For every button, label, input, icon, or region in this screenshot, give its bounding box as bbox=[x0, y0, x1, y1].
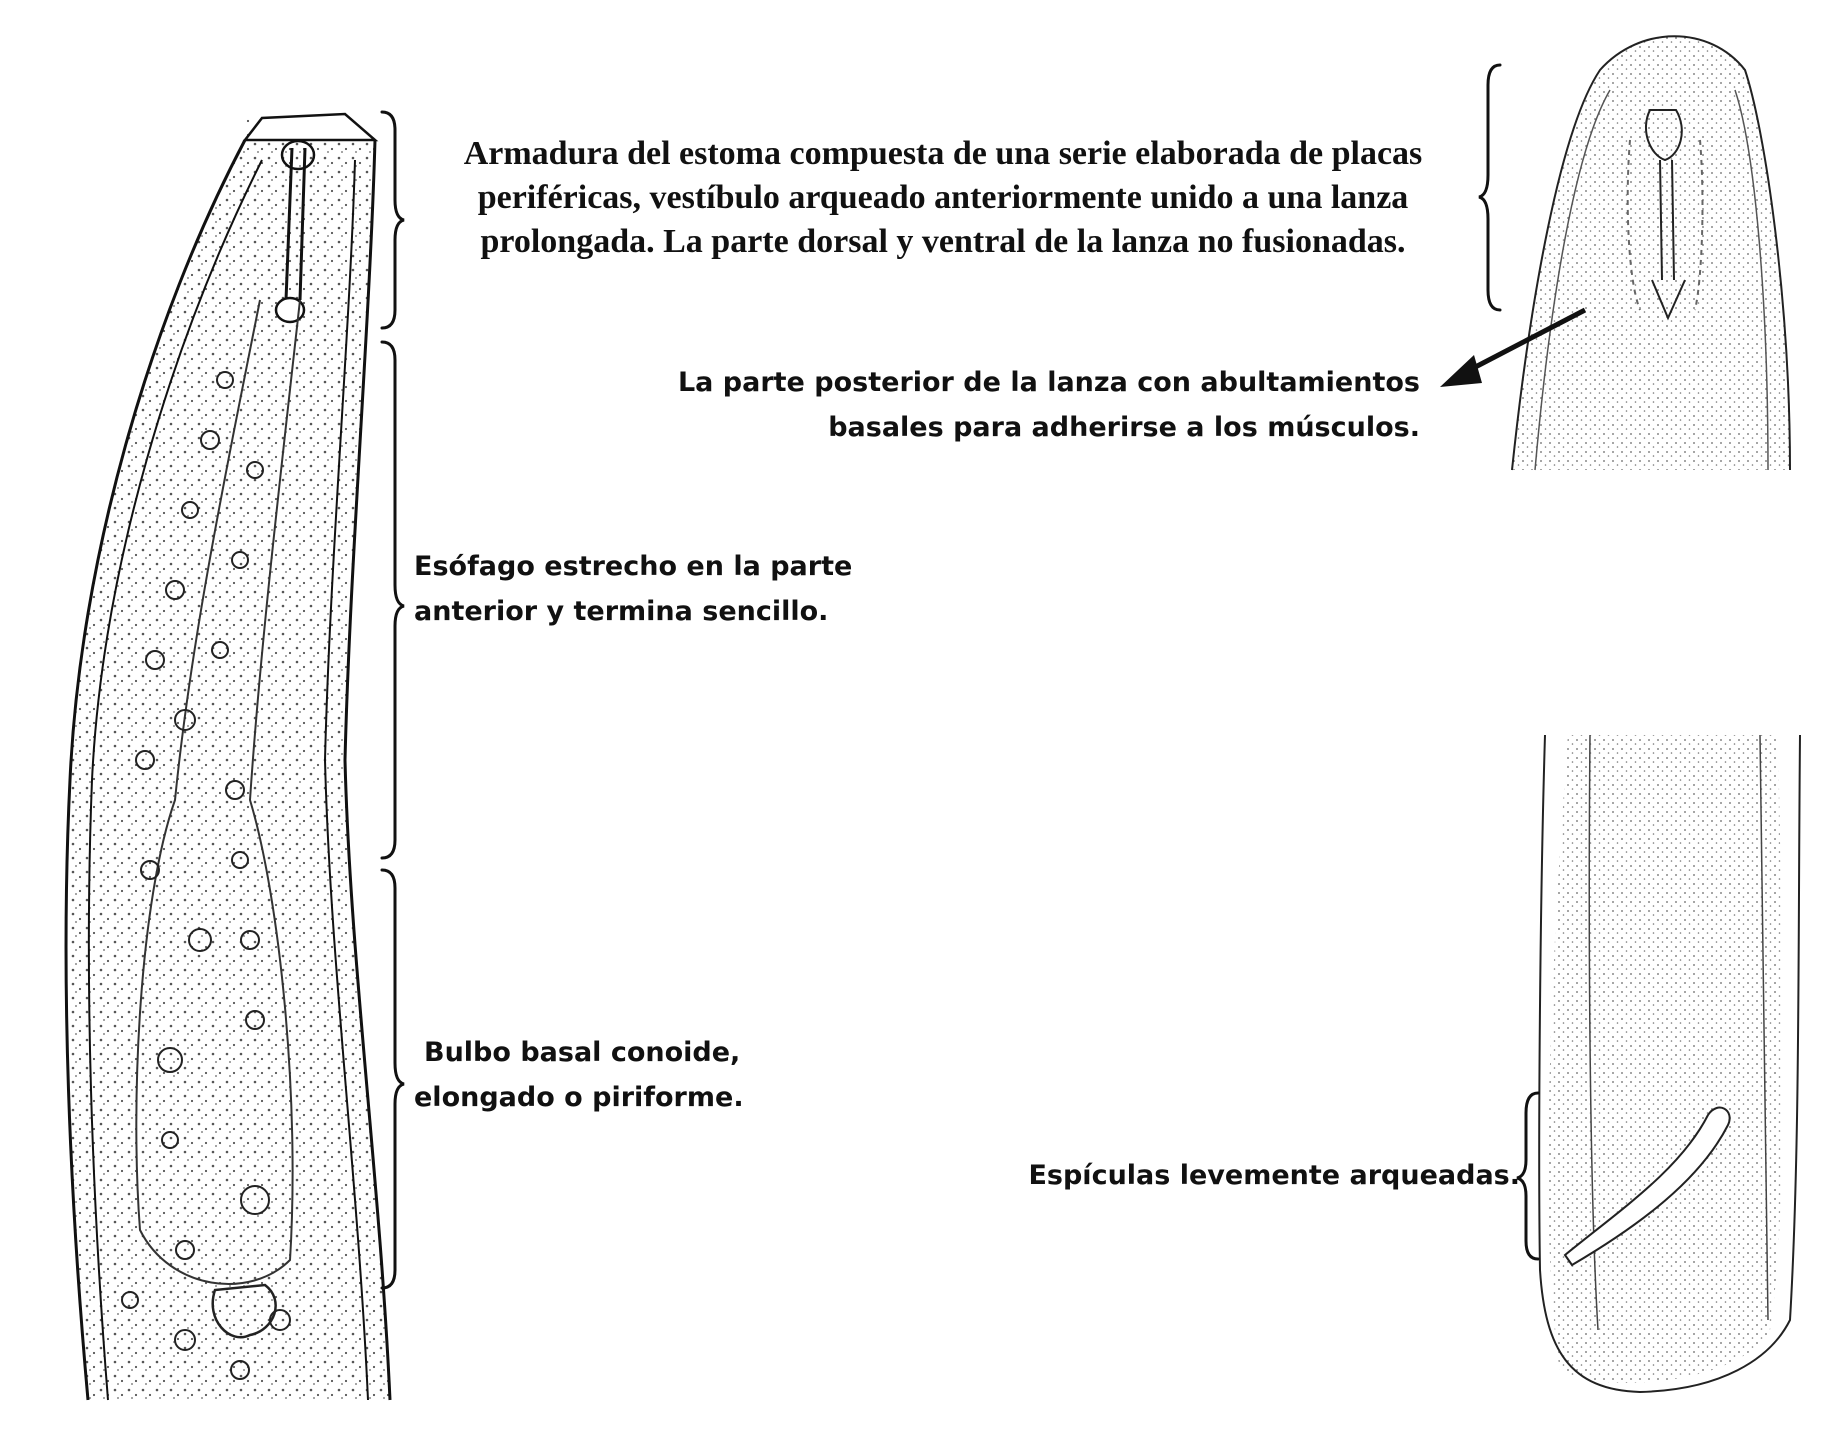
label-bulbo-line-2: elongado o piriforme. bbox=[414, 1082, 744, 1113]
body-outer-wall-right bbox=[343, 139, 392, 1401]
tail-outer-wall bbox=[1538, 734, 1801, 1394]
head-outer-wall bbox=[1511, 35, 1791, 471]
brace-esophagus bbox=[380, 340, 405, 860]
tail-fill bbox=[1548, 735, 1783, 1383]
label-stoma-armature: Armadura del estoma compuesta de una ser… bbox=[408, 132, 1478, 264]
esophagus-outline bbox=[135, 299, 301, 1285]
basal-bulb bbox=[211, 1283, 277, 1339]
tail-inner-wall bbox=[1588, 734, 1769, 1331]
label-esofago-line-2: anterior y termina sencillo. bbox=[414, 596, 829, 627]
label-espiculas: Espículas levemente arqueadas. bbox=[900, 1153, 1520, 1198]
label-lanza-posterior: La parte posterior de la lanza con abult… bbox=[620, 360, 1420, 450]
nematode-anterior-drawing bbox=[64, 112, 392, 1401]
label-stoma-line-2: periféricas, vestíbulo arqueado anterior… bbox=[477, 179, 1409, 216]
spicule bbox=[1563, 1106, 1731, 1267]
head-cap bbox=[242, 112, 379, 142]
label-lanza-line-1: La parte posterior de la lanza con abult… bbox=[677, 367, 1420, 398]
left-braces bbox=[380, 110, 405, 1290]
head-detail-drawing bbox=[1511, 35, 1791, 471]
nuclei bbox=[121, 371, 291, 1380]
stylet-spear bbox=[274, 139, 316, 324]
body-fill bbox=[66, 114, 391, 1400]
brace-stoma bbox=[380, 110, 405, 330]
label-esofago: Esófago estrecho en la parte anterior y … bbox=[414, 544, 1014, 634]
pointer-arrow bbox=[1440, 307, 1587, 387]
tail-detail-drawing bbox=[1538, 734, 1801, 1394]
head-inner-wall bbox=[1534, 89, 1769, 471]
label-bulbo-basal: Bulbo basal conoide, elongado o piriform… bbox=[414, 1030, 1014, 1120]
label-lanza-line-2: basales para adherirse a los músculos. bbox=[828, 412, 1420, 443]
label-stoma-line-1: Armadura del estoma compuesta de una ser… bbox=[463, 135, 1423, 172]
brace-bulb bbox=[380, 868, 405, 1290]
label-espiculas-line-1: Espículas levemente arqueadas. bbox=[1028, 1160, 1520, 1191]
label-esofago-line-1: Esófago estrecho en la parte bbox=[414, 551, 853, 582]
tail-left-brace bbox=[1516, 1091, 1540, 1261]
head-left-brace bbox=[1478, 63, 1502, 312]
body-inner-wall-left bbox=[87, 159, 263, 1401]
head-fill bbox=[1512, 36, 1790, 470]
label-stoma-line-3: prolongada. La parte dorsal y ventral de… bbox=[480, 223, 1406, 260]
body-inner-wall-right bbox=[323, 159, 369, 1401]
label-bulbo-line-1: Bulbo basal conoide, bbox=[424, 1037, 741, 1068]
body-outer-wall-left bbox=[64, 139, 247, 1401]
head-stylet bbox=[1626, 109, 1704, 321]
